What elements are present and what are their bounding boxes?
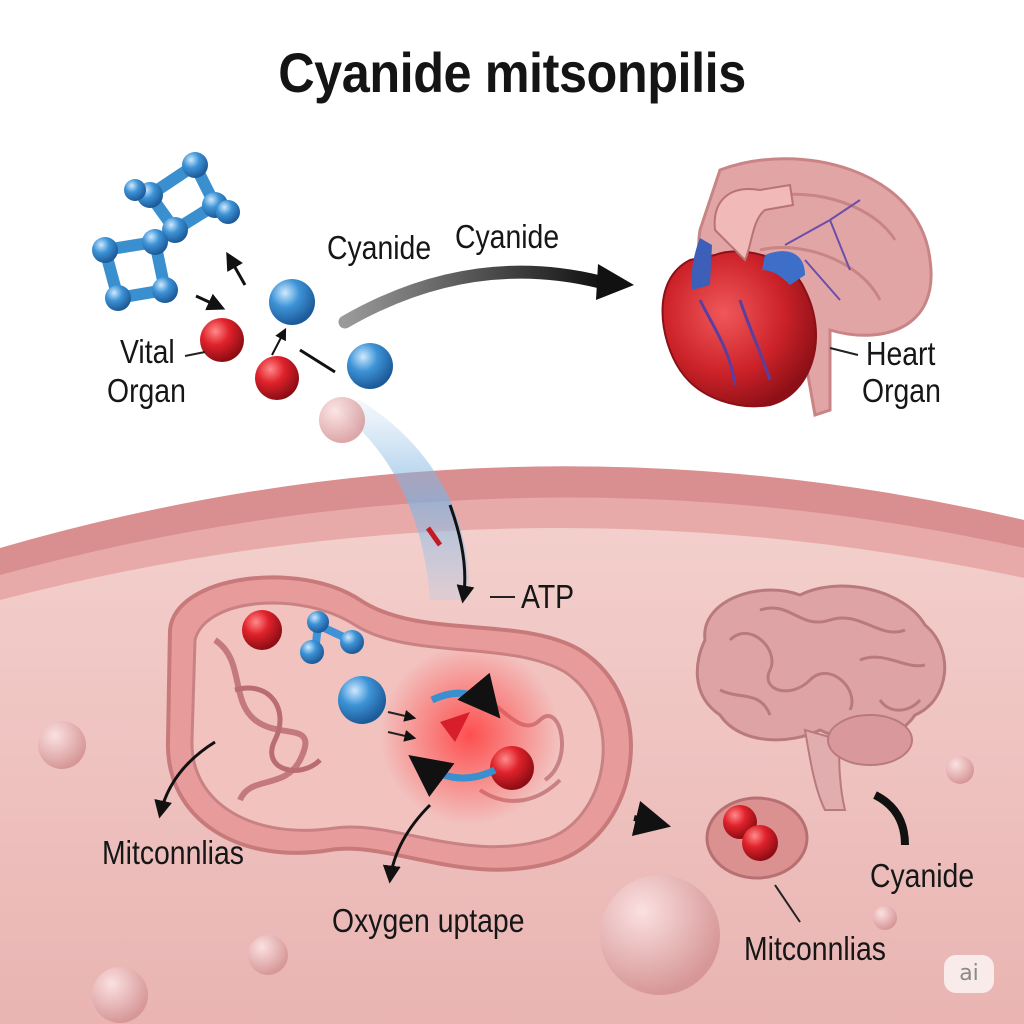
transport-arrowhead: [596, 264, 634, 300]
molecule-chain-lower: [92, 229, 178, 311]
label-mitochondria-right: Mitconnlias: [744, 930, 886, 967]
inhibition-marker: [440, 712, 470, 742]
vesicle: [92, 967, 148, 1023]
vesicle: [248, 935, 288, 975]
oxygen-molecule: [200, 318, 244, 362]
oxygen-molecule: [242, 610, 282, 650]
label-mitochondria-left: Mitconnlias: [102, 834, 244, 871]
label-cyanide-bottom: Cyanide: [870, 857, 975, 894]
small-arrow: [387, 729, 417, 742]
label-arrow: [154, 740, 216, 819]
cerebellum: [827, 714, 913, 766]
curved-arrow: [873, 791, 909, 846]
vesicle: [946, 756, 974, 784]
cyanide-molecule: [347, 343, 393, 389]
label-oxygen-uptake: Oxygen uptape: [332, 902, 525, 939]
red-inflow: [425, 526, 443, 547]
faded-molecule: [319, 397, 365, 443]
label-heart-organ: Organ: [862, 372, 941, 409]
cycle-arrow: [408, 754, 497, 797]
leader-line: [184, 351, 206, 357]
aorta: [713, 183, 795, 262]
small-arrow: [299, 348, 336, 374]
small-arrow: [195, 293, 226, 311]
vesicle: [873, 906, 897, 930]
small-arrow: [387, 709, 417, 722]
label-vital-organ: Organ: [107, 372, 186, 409]
oxygen-molecule: [255, 356, 299, 400]
leader-line: [829, 347, 859, 356]
ai-watermark: ai: [944, 955, 994, 993]
label-cyanide-left: Cyanide: [327, 229, 432, 266]
cyanide-beam: [332, 400, 470, 600]
cyanide-molecule: [338, 676, 386, 724]
atp-arrow: [448, 504, 475, 604]
label-heart: Heart: [866, 335, 936, 372]
pulmonary-artery: [762, 251, 805, 285]
label-cyanide-right: Cyanide: [455, 218, 560, 255]
brain: [695, 584, 947, 811]
vena-cava: [691, 238, 712, 290]
oxygen-molecule: [742, 825, 778, 861]
oxygen-molecule: [490, 746, 534, 790]
cyanide-cluster: [300, 611, 364, 664]
mitochondrion-right: [705, 796, 809, 880]
molecule-chain-upper: [124, 152, 240, 243]
coronary-vessels: [698, 299, 772, 386]
leader-line: [774, 884, 801, 923]
crista: [213, 637, 309, 802]
small-arrow: [271, 327, 287, 356]
flow-arrow: [631, 800, 672, 836]
blood-vessels: [784, 199, 861, 301]
small-arrow: [226, 251, 247, 286]
diagram-title: Cyanide mitsonpilis: [278, 41, 746, 104]
vesicle: [600, 875, 720, 995]
mitochondrion-left: [165, 575, 633, 872]
cyanide-molecule: [269, 279, 315, 325]
cycle-arrow: [430, 672, 501, 719]
heart-organ: [661, 157, 933, 417]
label-atp: ATP: [521, 578, 575, 615]
reaction-glow: [380, 645, 560, 825]
label-arrow: [382, 803, 432, 884]
crista: [234, 685, 322, 773]
transport-arrow: [338, 265, 607, 329]
label-vital: Vital: [120, 333, 175, 370]
vesicle: [38, 721, 86, 769]
